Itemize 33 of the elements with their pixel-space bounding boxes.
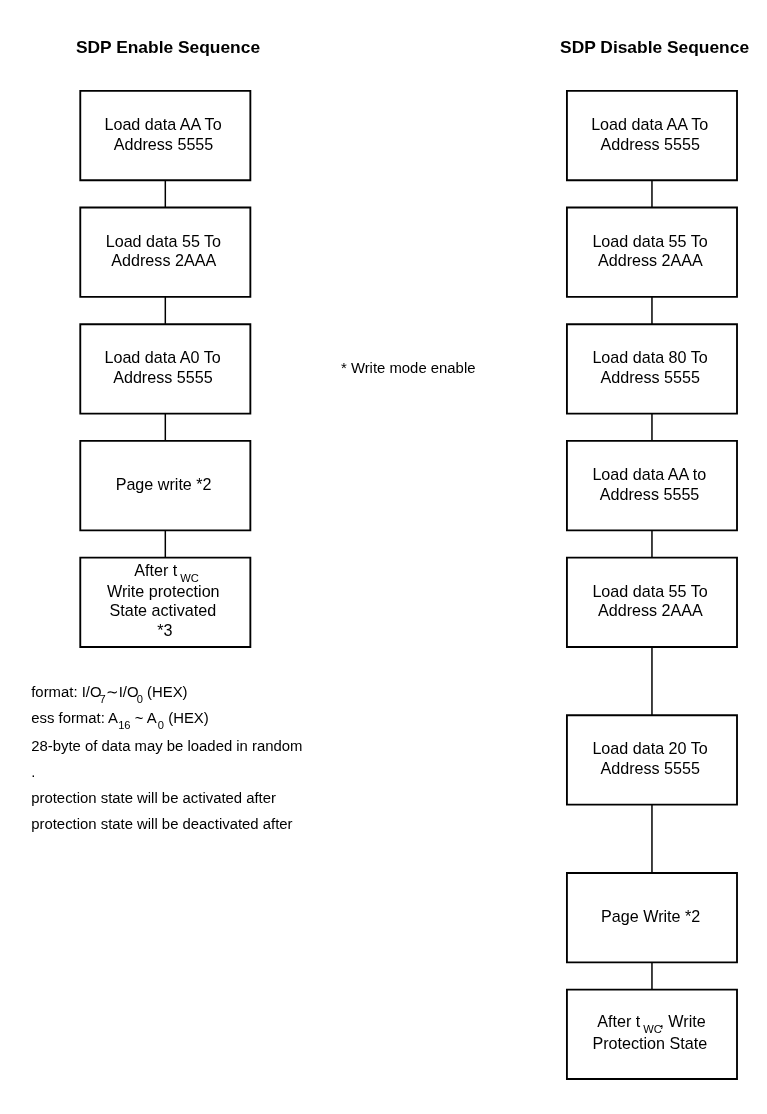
node-box: Load data AA to Address 5555	[566, 440, 738, 532]
node-box: Load data A0 To Address 5555	[79, 323, 252, 415]
connector	[651, 296, 653, 325]
connector	[164, 179, 167, 208]
node-box: Page write *2	[79, 440, 252, 532]
label: SDP Disable Sequence	[560, 36, 750, 57]
label: format: I/O$_{7}$∼I/O$_{0}$ (HEX)	[31, 684, 188, 706]
connector	[651, 646, 653, 716]
label: protection state will be activated after	[31, 789, 276, 806]
node-box: Load data AA To Address 5555	[566, 89, 738, 182]
label: * Write mode enable	[340, 359, 476, 376]
connector	[651, 804, 653, 874]
node-box: After t$_{WC}$, Write Protection State	[566, 988, 738, 1080]
node-box: Page Write *2	[566, 872, 738, 964]
node-box: Load data 55 To Address 2AAA	[566, 556, 738, 648]
label: SDP Enable Sequence	[75, 36, 261, 57]
connector	[164, 296, 167, 325]
node-box: Load data 20 To Address 5555	[566, 714, 738, 806]
connector	[651, 412, 653, 442]
node-box: Load data AA To Address 5555	[79, 89, 252, 182]
label: .	[31, 763, 36, 780]
connector	[651, 179, 653, 208]
connector	[651, 961, 653, 991]
label: ess format: A$_{16}$ ~ A$_{0}$ (HEX)	[31, 710, 209, 732]
connector	[651, 529, 653, 559]
node-box: Load data 55 To Address 2AAA	[79, 206, 252, 298]
label: 28-byte of data may be loaded in random	[31, 737, 303, 754]
connector	[164, 412, 167, 442]
node-box: Load data 55 To Address 2AAA	[566, 206, 738, 298]
node-box: After t$_{WC}$ Write protection State activated *3	[79, 556, 252, 648]
connector	[164, 529, 167, 559]
label: protection state will be deactivated after	[31, 816, 293, 832]
node-box: Load data 80 To Address 5555	[566, 323, 738, 415]
